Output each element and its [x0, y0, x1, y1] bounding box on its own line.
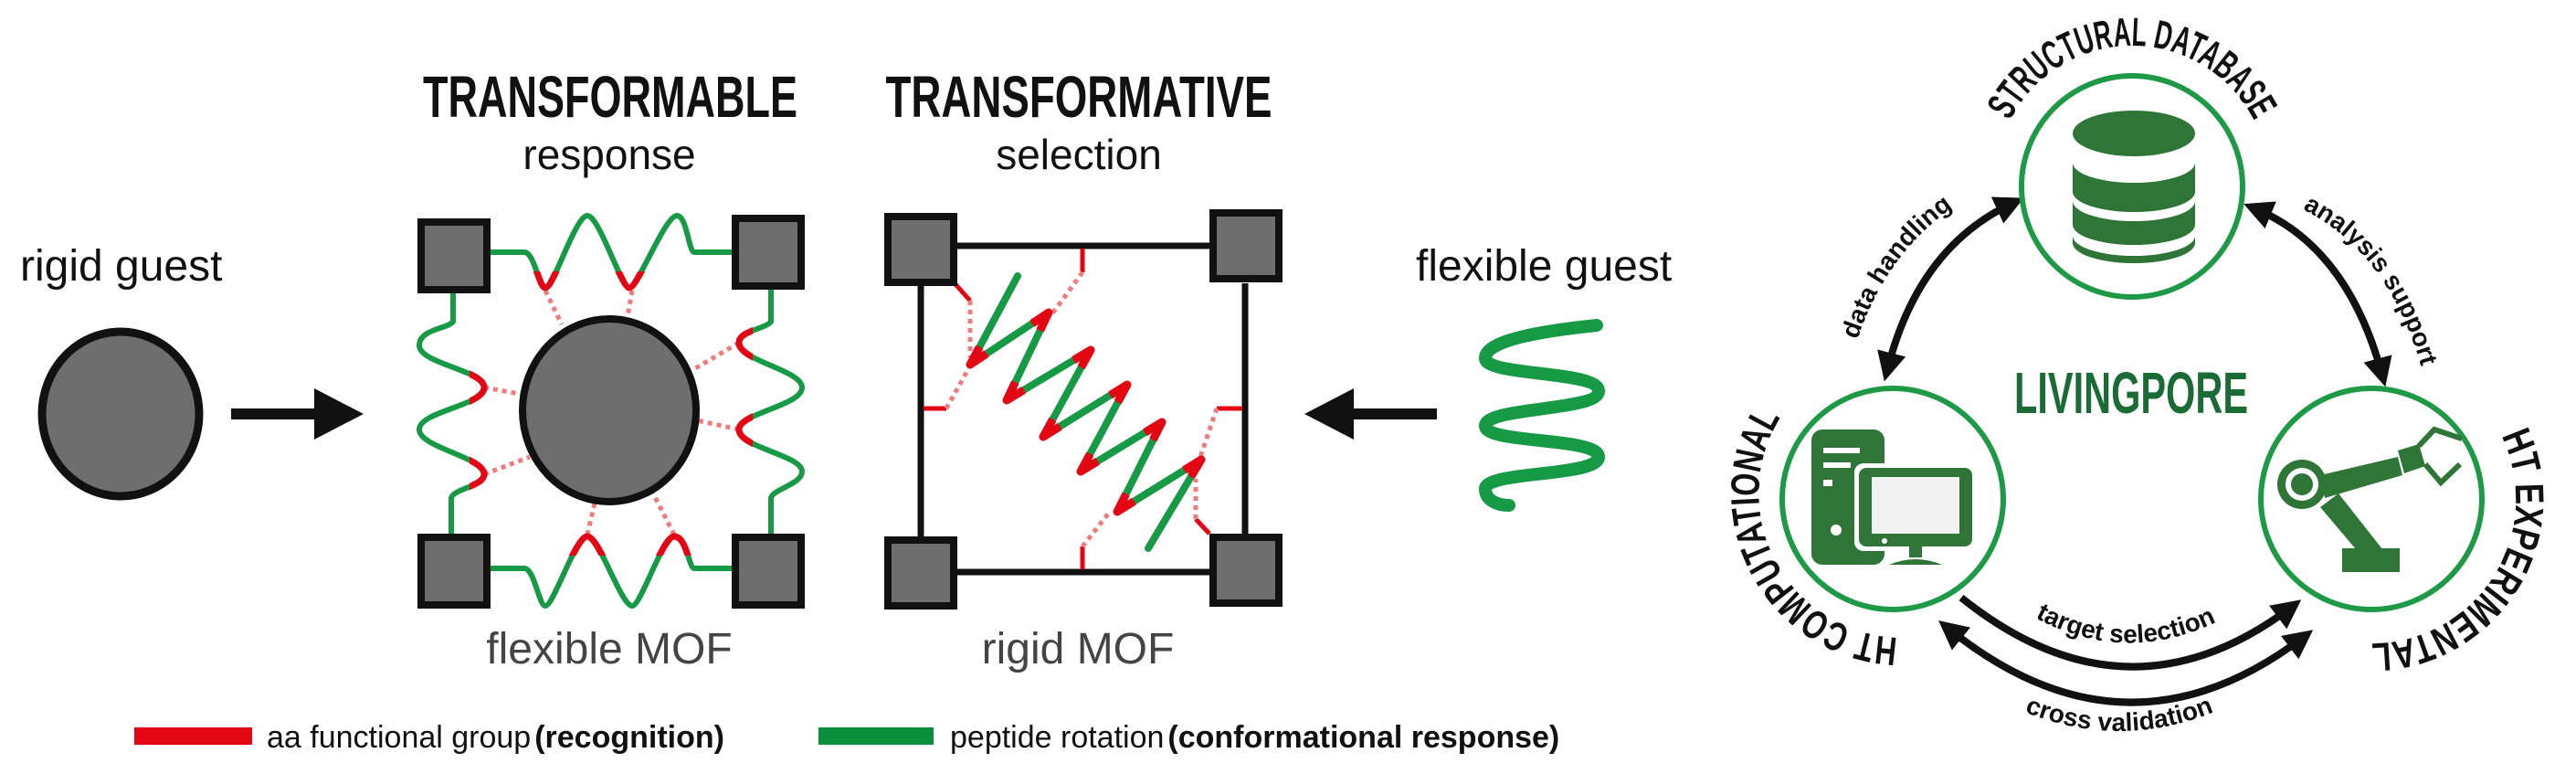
flexible-guest-spring — [1478, 319, 1606, 512]
transformable-subtitle: response — [523, 131, 695, 178]
link-data-handling-arrow — [1877, 196, 2024, 382]
metal-node — [417, 534, 491, 609]
link-analysis-support-arrow — [2243, 201, 2392, 387]
link-cross-validation-arrow — [1938, 620, 2314, 706]
transformative-subtitle: selection — [996, 131, 1162, 178]
legend-label-recognition: aa functional group — [267, 720, 531, 755]
rigid-mof-label: rigid MOF — [982, 625, 1175, 673]
computer-icon — [1811, 429, 1977, 565]
metal-node — [417, 218, 491, 293]
metal-node — [1209, 534, 1283, 607]
flexible-guest-label: flexible guest — [1416, 242, 1672, 291]
flexible-mof — [416, 212, 806, 610]
metal-node — [732, 534, 805, 609]
database-icon — [2073, 111, 2195, 263]
metal-node — [884, 213, 957, 286]
transformable-title: TRANSFORMABLE — [423, 64, 797, 130]
metal-node — [884, 536, 957, 610]
arrow-left-icon — [1304, 388, 1437, 440]
flexible-mof-label: flexible MOF — [486, 625, 732, 673]
metal-node — [732, 215, 805, 290]
legend-swatch-red — [134, 727, 252, 745]
node-structural-database: STRUCTURAL DATABASE — [1979, 10, 2286, 300]
rigid-mof — [884, 209, 1283, 610]
legend: aa functional group (recognition) peptid… — [134, 720, 1559, 755]
rigid-guest-in-pore — [519, 315, 700, 505]
node-ht-computational: HT COMPUTATIONAL — [1723, 386, 2006, 673]
rigid-guest-circle — [37, 327, 204, 501]
link-target-selection-label: target selection — [2032, 598, 2219, 649]
transformative-title: TRANSFORMATIVE — [886, 64, 1272, 130]
legend-emphasis-conformational: (conformational response) — [1167, 720, 1559, 755]
rigid-guest-label: rigid guest — [20, 242, 222, 291]
legend-swatch-green — [818, 727, 934, 745]
center-label-livingpore: LIVINGPORE — [2014, 360, 2248, 426]
legend-label-conformational: peptide rotation — [950, 720, 1164, 755]
legend-emphasis-recognition: (recognition) — [534, 720, 724, 755]
arrow-right-icon — [231, 388, 364, 440]
node-ht-experimental: HT EXPERIMENTAL — [2258, 386, 2551, 679]
peptide-chain — [966, 272, 1205, 552]
robot-arm-icon — [2277, 426, 2463, 572]
link-cross-validation-label: cross validation — [2022, 691, 2216, 737]
left-panel: rigid guest TRANSFORMABLE response flexi… — [20, 64, 1672, 755]
livingpore-cycle: data handling analysis support target se… — [1723, 10, 2551, 737]
metal-node — [1209, 209, 1283, 282]
